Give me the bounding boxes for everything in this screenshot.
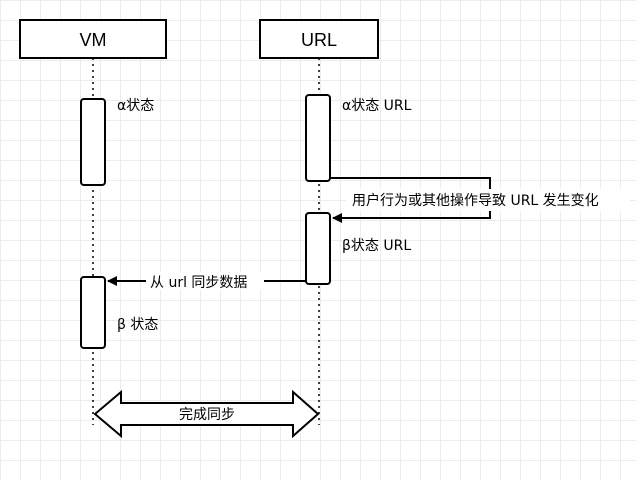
activation-url-beta <box>305 212 331 285</box>
message-user-action: 用户行为或其他操作导致 URL 发生变化 <box>330 177 630 223</box>
state-vm-beta: β 状态 <box>117 317 158 333</box>
sync-done-label: 完成同步 <box>179 407 235 423</box>
state-url-beta: β状态 URL <box>342 238 411 254</box>
participant-url-label: URL <box>301 30 337 50</box>
participant-url: URL <box>259 19 379 59</box>
participant-vm: VM <box>19 19 167 59</box>
message-user-action-label: 用户行为或其他操作导致 URL 发生变化 <box>352 192 599 209</box>
activation-vm-alpha <box>80 98 106 186</box>
sync-done-arrow: 完成同步 <box>93 389 320 439</box>
activation-url-alpha <box>305 94 331 182</box>
activation-vm-beta <box>80 276 106 349</box>
message-sync-from-url: 从 url 同步数据 <box>107 272 306 291</box>
message-sync-from-url-label: 从 url 同步数据 <box>150 275 247 291</box>
state-vm-alpha: α状态 <box>117 98 154 114</box>
participant-vm-label: VM <box>80 30 107 50</box>
state-url-alpha: α状态 URL <box>342 98 412 114</box>
